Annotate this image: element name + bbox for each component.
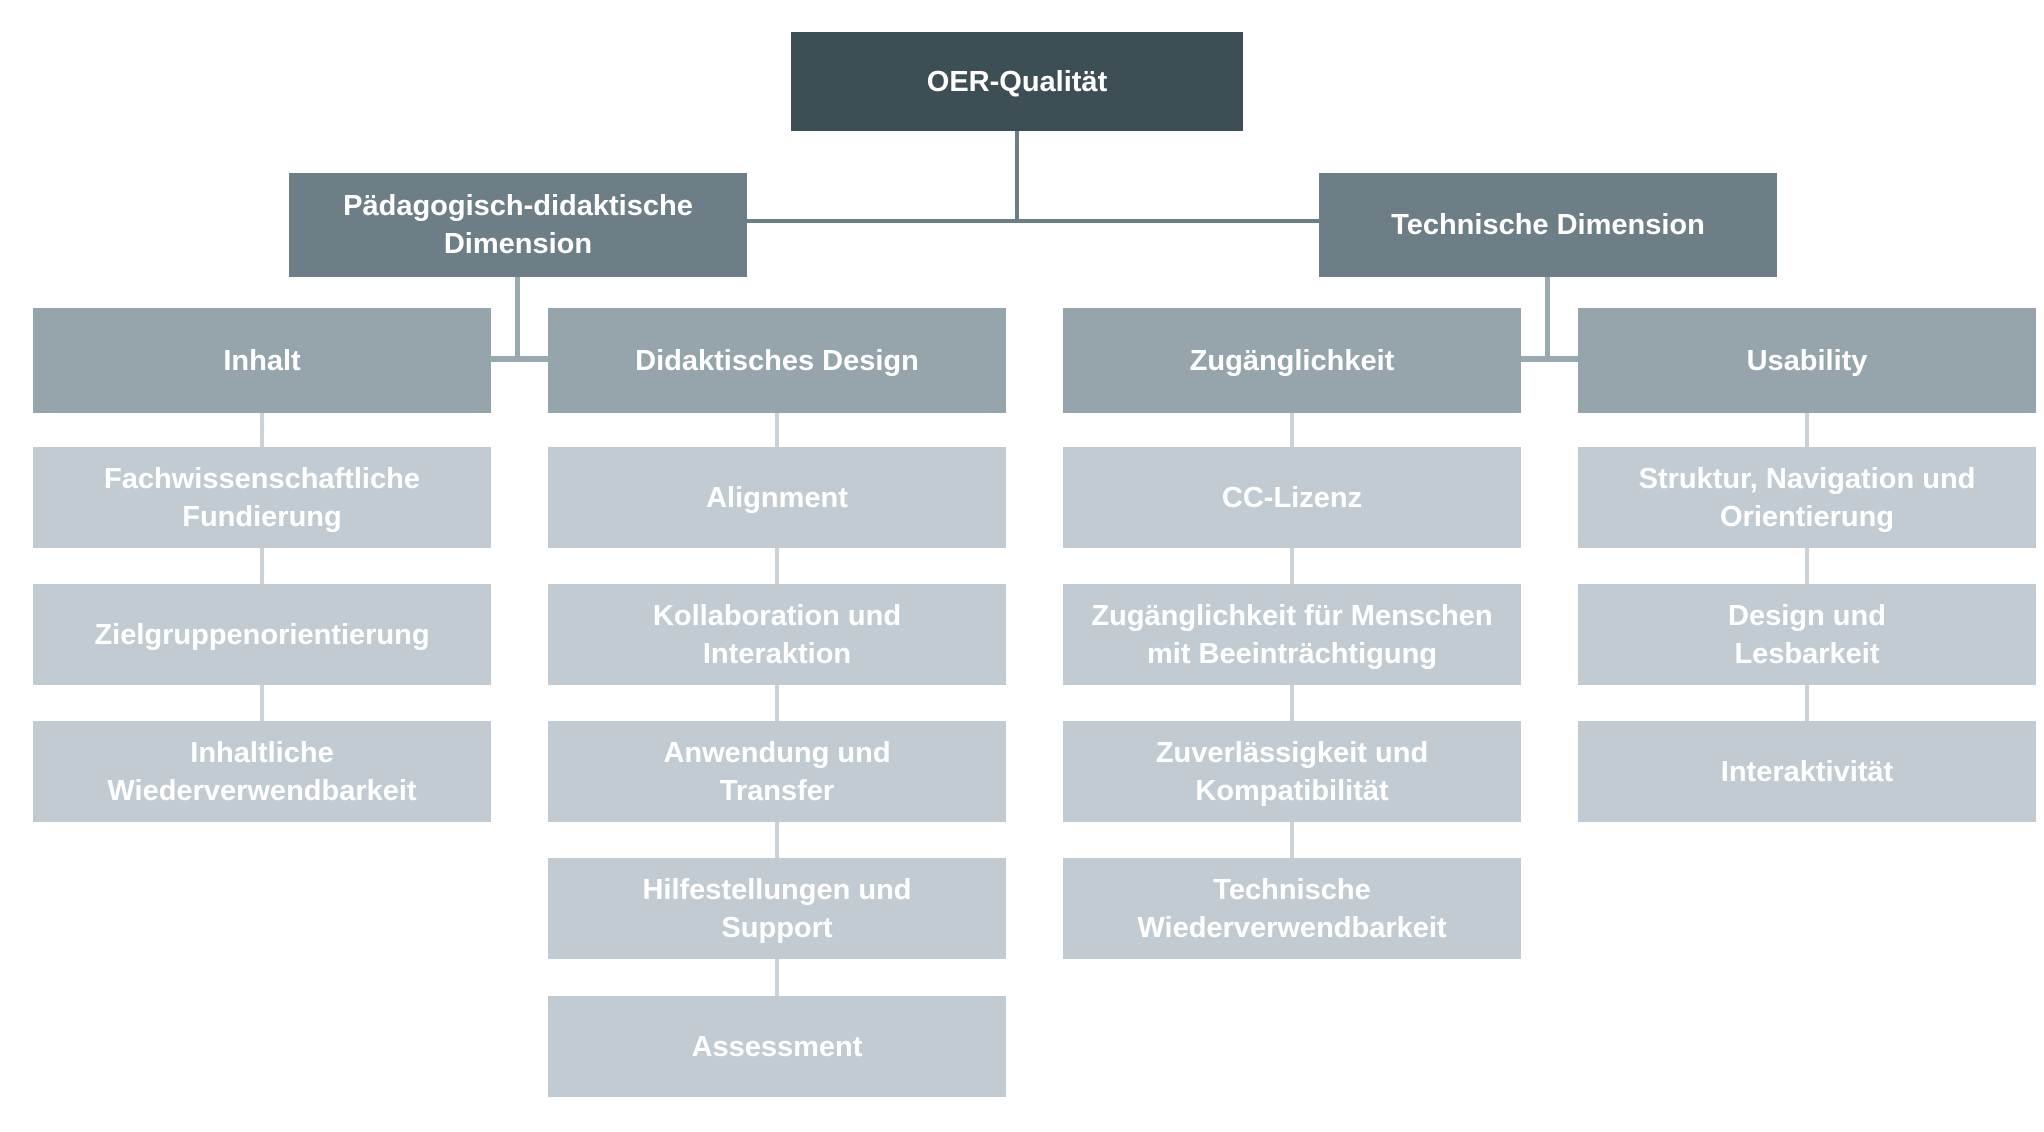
- dimension-label: Technische Dimension: [1391, 209, 1705, 241]
- connector-col2-item: [775, 685, 779, 721]
- category-box-usability: Usability: [1578, 308, 2036, 413]
- connector-col1-item: [260, 413, 264, 447]
- item-label: Kollaboration und Interaktion: [652, 599, 902, 670]
- item-box: Assessment: [548, 996, 1006, 1097]
- item-label: Design und Lesbarkeit: [1728, 599, 1886, 670]
- category-label: Usability: [1746, 344, 1868, 377]
- connector-col2-item: [775, 548, 779, 584]
- item-label: Technische Wiederverwendbarkeit: [1137, 873, 1447, 944]
- connector-dim-left-junction: [491, 356, 548, 362]
- item-box: Alignment: [548, 447, 1006, 548]
- item-box: Hilfestellungen und Support: [548, 858, 1006, 959]
- category-label: Didaktisches Design: [635, 344, 919, 377]
- item-box: Fachwissenschaftliche Fundierung: [33, 447, 491, 548]
- item-box: Technische Wiederverwendbarkeit: [1063, 858, 1521, 959]
- item-label: Zuverlässigkeit und Kompatibilität: [1155, 736, 1429, 807]
- item-box: Struktur, Navigation und Orientierung: [1578, 447, 2036, 548]
- item-label: Hilfestellungen und Support: [642, 873, 912, 944]
- item-box: CC-Lizenz: [1063, 447, 1521, 548]
- connector-col2-item: [775, 959, 779, 996]
- connector-dim-right-junction: [1521, 356, 1578, 362]
- category-box-zugaenglichkeit: Zugänglichkeit: [1063, 308, 1521, 413]
- item-label: Struktur, Navigation und Orientierung: [1638, 462, 1976, 533]
- connector-col1-item: [260, 548, 264, 584]
- item-box: Zuverlässigkeit und Kompatibilität: [1063, 721, 1521, 822]
- connector-col3-item: [1290, 413, 1294, 447]
- dimension-label: Pädagogisch-didaktische Dimension: [343, 190, 693, 260]
- connector-col1-item: [260, 685, 264, 721]
- item-box: Kollaboration und Interaktion: [548, 584, 1006, 685]
- item-label: Zielgruppenorientierung: [94, 618, 430, 651]
- item-box: Inhaltliche Wiederverwendbarkeit: [33, 721, 491, 822]
- connector-col3-item: [1290, 822, 1294, 858]
- category-box-didaktisches-design: Didaktisches Design: [548, 308, 1006, 413]
- category-label: Inhalt: [223, 344, 301, 377]
- item-label: Fachwissenschaftliche Fundierung: [104, 462, 420, 533]
- item-label: Anwendung und Transfer: [663, 736, 891, 807]
- root-label: OER-Qualität: [926, 65, 1108, 98]
- item-label: Inhaltliche Wiederverwendbarkeit: [107, 736, 417, 807]
- root-box-oer-qualitaet: OER-Qualität: [791, 32, 1243, 131]
- item-box: Zielgruppenorientierung: [33, 584, 491, 685]
- connector-col2-item: [775, 413, 779, 447]
- category-box-inhalt: Inhalt: [33, 308, 491, 413]
- connector-col4-item: [1805, 413, 1809, 447]
- item-box: Design und Lesbarkeit: [1578, 584, 2036, 685]
- connector-dimensions-horizontal: [747, 219, 1319, 223]
- dimension-box-paedagogisch-didaktisch: Pädagogisch-didaktische Dimension: [289, 173, 747, 277]
- item-label: Alignment: [706, 481, 848, 514]
- connector-col3-item: [1290, 548, 1294, 584]
- connector-col4-item: [1805, 685, 1809, 721]
- item-label: Assessment: [691, 1030, 863, 1063]
- connector-col4-item: [1805, 548, 1809, 584]
- item-label: Zugänglichkeit für Menschen mit Beeinträ…: [1091, 599, 1493, 670]
- item-box: Anwendung und Transfer: [548, 721, 1006, 822]
- connector-root-vertical: [1015, 131, 1019, 222]
- category-label: Zugänglichkeit: [1189, 344, 1395, 377]
- item-box: Interaktivität: [1578, 721, 2036, 822]
- dimension-box-technisch: Technische Dimension: [1319, 173, 1777, 277]
- connector-col2-item: [775, 822, 779, 858]
- connector-dim-right-vertical: [1545, 277, 1550, 361]
- item-label: Interaktivität: [1720, 755, 1894, 788]
- connector-dim-left-vertical: [515, 277, 520, 361]
- item-box: Zugänglichkeit für Menschen mit Beeinträ…: [1063, 584, 1521, 685]
- item-label: CC-Lizenz: [1221, 481, 1363, 514]
- connector-col3-item: [1290, 685, 1294, 721]
